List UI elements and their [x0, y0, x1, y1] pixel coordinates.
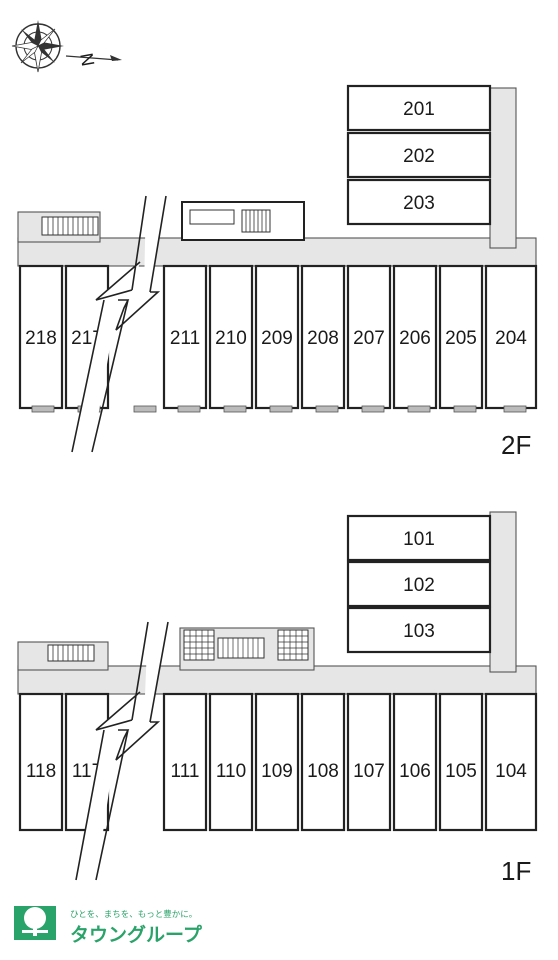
- floor-label-2f: 2F: [501, 430, 531, 460]
- top-units-1f: 101 102 103: [346, 514, 492, 654]
- north-arrow: N: [65, 52, 122, 68]
- unit-106-label: 106: [399, 761, 431, 782]
- unit-218-label: 218: [25, 328, 57, 349]
- unit-103-label: 103: [403, 621, 435, 642]
- unit-104-label: 104: [495, 761, 527, 782]
- corridor-1f: [17, 665, 537, 695]
- stairs-2f-center: [181, 201, 305, 241]
- unit-108-label: 108: [307, 761, 339, 782]
- floor-label-1f: 1F: [501, 856, 531, 886]
- north-label: N: [76, 52, 98, 68]
- stairs-1f-center: [183, 629, 309, 661]
- unit-205-label: 205: [445, 328, 477, 349]
- top-units-2f: 201 202 203: [346, 84, 492, 226]
- unit-118-label: 118: [26, 761, 56, 782]
- row-units-1f: 118 117 111 110 109 108 107 106 105 104: [18, 692, 538, 832]
- compass-rose-icon: [11, 20, 64, 73]
- unit-208-label: 208: [307, 328, 339, 349]
- unit-105-label: 105: [445, 761, 477, 782]
- unit-201-label: 201: [403, 99, 435, 120]
- break-line-2f: [71, 195, 167, 453]
- unit-207-label: 207: [353, 328, 385, 349]
- unit-206-label: 206: [399, 328, 431, 349]
- unit-204-label: 204: [495, 328, 527, 349]
- logo-tagline: ひとを、まちを、もっと豊かに。: [70, 909, 197, 919]
- stairs-1f-left: [47, 644, 95, 662]
- unit-111-label: 111: [171, 761, 200, 782]
- unit-209-label: 209: [261, 328, 293, 349]
- logo-name: タウングループ: [70, 923, 203, 946]
- unit-109-label: 109: [261, 761, 293, 782]
- row-units-2f: 218 217 211 210 209 208 207 206 205 204: [18, 264, 538, 413]
- unit-203-label: 203: [403, 193, 435, 214]
- unit-110-label: 110: [216, 761, 246, 782]
- unit-102-label: 102: [403, 575, 435, 596]
- floor-plan-2f: 201 202 203 218 217 2: [17, 84, 538, 460]
- unit-101-label: 101: [403, 529, 435, 550]
- unit-107-label: 107: [353, 761, 385, 782]
- side-corridor-2f: [489, 87, 517, 249]
- stairs-2f-left: [41, 216, 99, 236]
- side-corridor-1f: [489, 511, 517, 673]
- tree-house-logo-icon: [14, 906, 56, 940]
- corridor-2f: [17, 237, 537, 267]
- unit-211-label: 211: [170, 328, 200, 349]
- unit-202-label: 202: [403, 146, 435, 167]
- unit-210-label: 210: [215, 328, 247, 349]
- logo: ひとを、まちを、もっと豊かに。 タウングループ: [14, 906, 203, 946]
- break-line-1f: [75, 621, 169, 881]
- floor-plan-1f: 101 102 103 118 117 111 110 109 108 107 …: [17, 511, 538, 886]
